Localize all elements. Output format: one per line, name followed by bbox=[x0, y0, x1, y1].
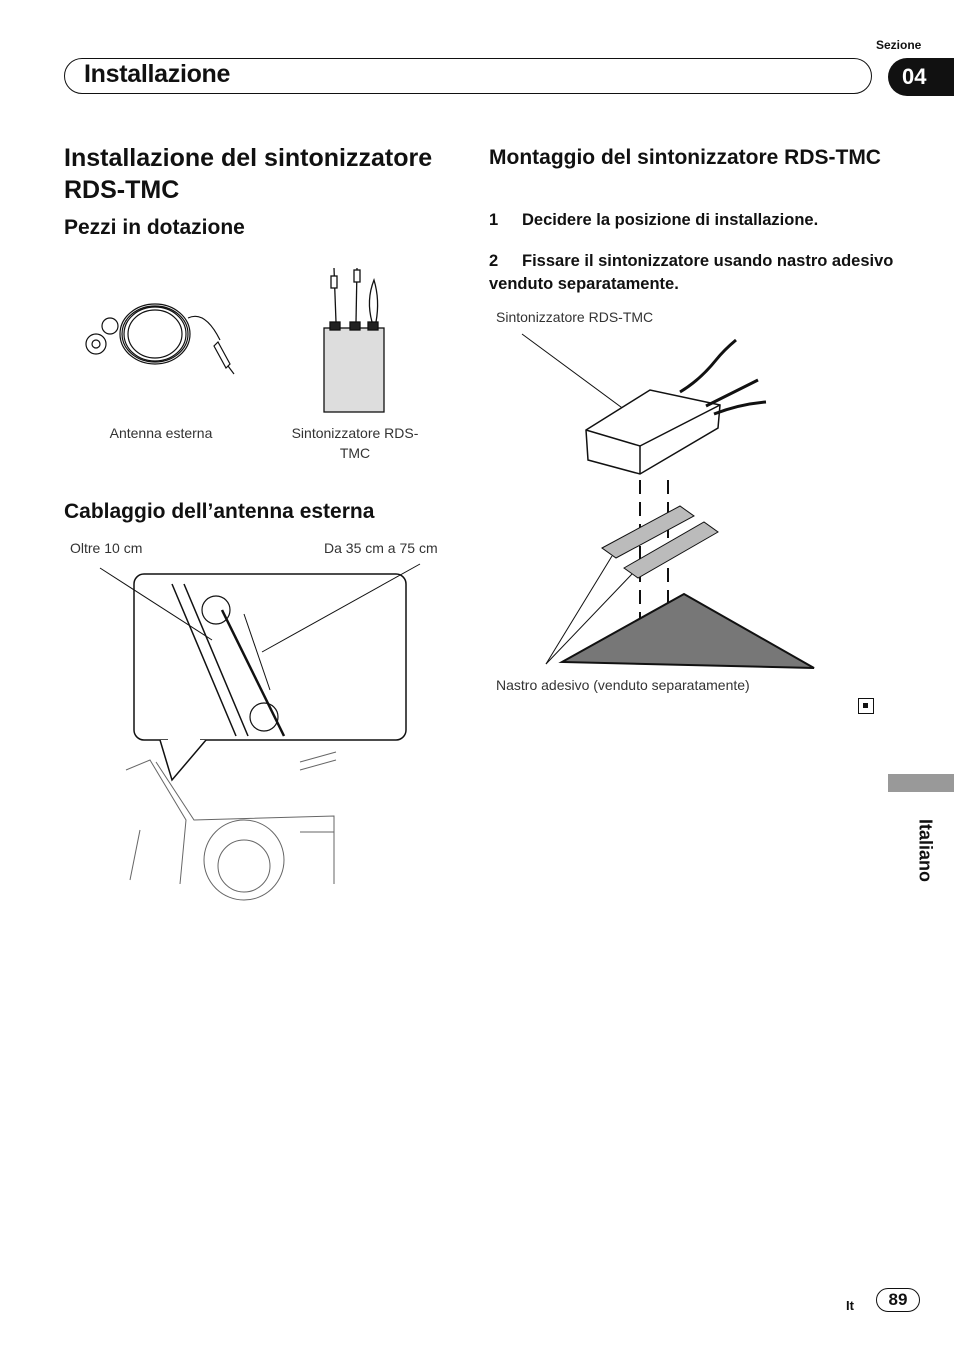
mounting-illustration bbox=[521, 333, 815, 669]
page-title: Installazione del sintonizzatore RDS-TMC bbox=[64, 144, 433, 204]
heading-cablaggio: Cablaggio dell’antenna esterna bbox=[64, 500, 375, 523]
language-tab bbox=[888, 774, 954, 792]
section-label: Sezione bbox=[876, 38, 922, 52]
wiring-illustration bbox=[99, 563, 421, 901]
section-number-badge: 04 bbox=[888, 58, 954, 96]
step-text: Fissare il sintonizzatore usando nastro … bbox=[489, 252, 894, 293]
heading-pezzi: Pezzi in dotazione bbox=[64, 216, 245, 239]
heading-montaggio: Montaggio del sintonizzatore RDS-TMC bbox=[489, 146, 881, 169]
language-label: Italiano bbox=[915, 818, 936, 882]
label-sintonizzatore: Sintonizzatore RDS-TMC bbox=[496, 309, 654, 325]
header-bar bbox=[64, 58, 872, 94]
header-title: Installazione bbox=[84, 60, 231, 88]
caption-tuner: Sintonizzatore RDS-TMC bbox=[291, 425, 419, 461]
language-code: It bbox=[846, 1298, 854, 1313]
step-text: Decidere la posizione di installazione. bbox=[522, 211, 819, 229]
caption-antenna: Antenna esterna bbox=[109, 425, 213, 441]
end-of-section-icon bbox=[858, 698, 874, 714]
label-oltre: Oltre 10 cm bbox=[70, 540, 143, 556]
label-da: Da 35 cm a 75 cm bbox=[324, 540, 438, 556]
step-number: 2 bbox=[489, 252, 499, 270]
step-number: 1 bbox=[489, 211, 499, 229]
tuner-illustration bbox=[323, 267, 385, 413]
antenna-illustration bbox=[85, 303, 235, 375]
page-number: 89 bbox=[876, 1288, 920, 1312]
step-1: 1 Decidere la posizione di installazione. bbox=[489, 209, 929, 232]
label-nastro: Nastro adesivo (venduto separatamente) bbox=[496, 677, 750, 693]
